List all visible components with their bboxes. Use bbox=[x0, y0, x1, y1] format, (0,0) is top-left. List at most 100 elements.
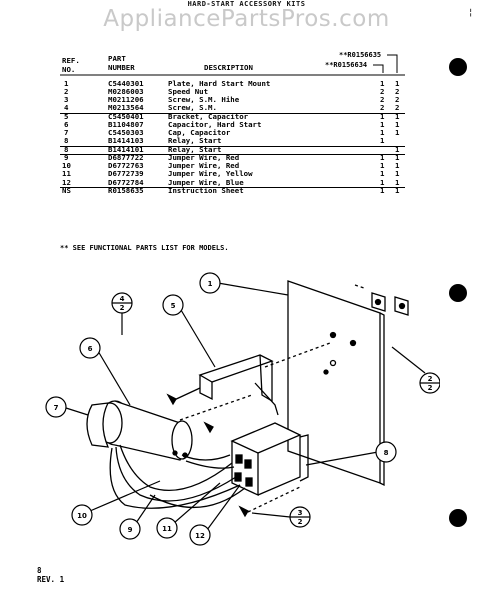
cell-part: D6877722 bbox=[108, 153, 144, 162]
table-row: 10 D6772763 Jumper Wire, Red 1 1 bbox=[0, 162, 493, 170]
corner-mark: ¦ bbox=[468, 8, 474, 18]
cell-qty-1: 1 bbox=[380, 120, 385, 129]
col-header-description: DESCRIPTION bbox=[204, 63, 253, 72]
cell-desc: Capacitor, Hard Start bbox=[168, 120, 262, 129]
cell-desc: Relay, Start bbox=[168, 145, 222, 154]
cell-part: B1414101 bbox=[108, 145, 144, 154]
callout-2-denominator: 2 bbox=[428, 384, 433, 392]
cell-ref: 8 bbox=[64, 145, 69, 154]
cell-ref: NS bbox=[62, 186, 71, 195]
cell-part: M0213564 bbox=[108, 103, 144, 112]
table-row: 9 D6877722 Jumper Wire, Red 1 1 bbox=[0, 154, 493, 162]
page-title: HARD-START ACCESSORY KITS bbox=[187, 0, 306, 8]
model-header-1: **R0156635 bbox=[339, 51, 382, 59]
cell-qty-1: 1 bbox=[380, 128, 385, 137]
cell-desc: Jumper Wire, Red bbox=[168, 153, 240, 162]
cell-part: B1414103 bbox=[108, 136, 144, 145]
cell-qty-2: 1 bbox=[395, 120, 400, 129]
cell-ref: 6 bbox=[64, 120, 69, 129]
revision-label: REV. 1 bbox=[37, 575, 65, 584]
cell-qty-1: 1 bbox=[380, 79, 385, 88]
callout-11: 11 bbox=[162, 525, 172, 533]
cell-desc: Screw, S.M. bbox=[168, 103, 217, 112]
cell-ref: 11 bbox=[62, 169, 71, 178]
cell-desc: Relay, Start bbox=[168, 136, 222, 145]
table-divider bbox=[60, 154, 405, 155]
callout-2: 2 bbox=[428, 375, 433, 383]
cell-desc: Screw, S.M. Hihe bbox=[168, 95, 240, 104]
cell-part: C5450303 bbox=[108, 128, 144, 137]
binder-hole-bottom bbox=[449, 509, 467, 527]
watermark: AppliancePartsPros.com bbox=[103, 6, 390, 32]
cell-part: M0211206 bbox=[108, 95, 144, 104]
table-row: 5 C5450401 Bracket, Capacitor 1 1 bbox=[0, 113, 493, 121]
cell-qty-2: 1 bbox=[395, 128, 400, 137]
cell-ref: 10 bbox=[62, 161, 71, 170]
table-divider bbox=[60, 113, 405, 114]
cell-qty-2: 2 bbox=[395, 95, 400, 104]
callout-4: 4 bbox=[120, 295, 125, 303]
model-header-2: **R0156634 bbox=[325, 61, 368, 69]
cell-qty-2: 2 bbox=[395, 87, 400, 96]
callout-3: 3 bbox=[298, 509, 303, 517]
cell-ref: 8 bbox=[64, 136, 69, 145]
cell-part: M0286003 bbox=[108, 87, 144, 96]
model-bracket-lines bbox=[60, 54, 405, 76]
table-row: 8 B1414103 Relay, Start 1 bbox=[0, 137, 493, 145]
callout-8: 8 bbox=[384, 449, 389, 457]
cell-qty-1: 1 bbox=[380, 186, 385, 195]
callout-labels: 1 5 4 2 6 7 8 2 2 10 9 11 12 3 2 bbox=[54, 280, 433, 540]
cell-desc: Jumper Wire, Blue bbox=[168, 178, 244, 187]
table-row: NS R0158635 Instruction Sheet 1 1 bbox=[0, 187, 493, 195]
col-header-ref: REF. NO. bbox=[62, 56, 80, 74]
cell-part: R0158635 bbox=[108, 186, 144, 195]
col-header-part: PART NUMBER bbox=[108, 54, 135, 72]
cell-qty-1: 2 bbox=[380, 87, 385, 96]
callout-10: 10 bbox=[77, 512, 87, 520]
table-row: 4 M0213564 Screw, S.M. 2 2 bbox=[0, 104, 493, 112]
cell-part: C5450401 bbox=[108, 112, 144, 121]
callout-9: 9 bbox=[128, 526, 133, 534]
cell-qty-1: 1 bbox=[380, 112, 385, 121]
cell-qty-1: 1 bbox=[380, 161, 385, 170]
cell-ref: 4 bbox=[64, 103, 69, 112]
cell-desc: Bracket, Capacitor bbox=[168, 112, 249, 121]
cell-ref: 9 bbox=[64, 153, 69, 162]
cell-qty-2: 1 bbox=[395, 178, 400, 187]
cell-qty-1: 1 bbox=[380, 178, 385, 187]
cell-qty-2: 2 bbox=[395, 103, 400, 112]
page-number: 8 bbox=[37, 566, 42, 575]
cell-desc: Jumper Wire, Red bbox=[168, 161, 240, 170]
table-row: 7 C5450303 Cap, Capacitor 1 1 bbox=[0, 129, 493, 137]
cell-ref: 2 bbox=[64, 87, 69, 96]
binder-hole-middle bbox=[449, 284, 467, 302]
cell-qty-1: 1 bbox=[380, 169, 385, 178]
cell-desc: Jumper Wire, Yellow bbox=[168, 169, 253, 178]
cell-qty-1: 1 bbox=[380, 136, 385, 145]
models-note: ** SEE FUNCTIONAL PARTS LIST FOR MODELS. bbox=[60, 244, 229, 252]
cell-desc: Cap, Capacitor bbox=[168, 128, 231, 137]
cell-qty-2: 1 bbox=[395, 186, 400, 195]
cell-desc: Speed Nut bbox=[168, 87, 209, 96]
table-divider bbox=[60, 146, 405, 147]
cell-ref: 1 bbox=[64, 79, 69, 88]
cell-part: D6772784 bbox=[108, 178, 144, 187]
cell-qty-2: 1 bbox=[395, 145, 400, 154]
table-row: 11 D6772739 Jumper Wire, Yellow 1 1 bbox=[0, 170, 493, 178]
binder-hole-top bbox=[449, 58, 467, 76]
cell-qty-1: 2 bbox=[380, 103, 385, 112]
cell-desc: Instruction Sheet bbox=[168, 186, 244, 195]
cell-qty-1: 1 bbox=[380, 153, 385, 162]
callout-1: 1 bbox=[208, 280, 213, 288]
exploded-parts-diagram: 1 5 4 2 6 7 8 2 2 10 9 11 12 3 2 bbox=[45, 272, 440, 546]
table-divider bbox=[60, 187, 405, 188]
callout-3-denominator: 2 bbox=[298, 518, 303, 526]
cell-ref: 5 bbox=[64, 112, 69, 121]
cell-ref: 12 bbox=[62, 178, 71, 187]
cell-ref: 7 bbox=[64, 128, 69, 137]
table-row: 6 B1104807 Capacitor, Hard Start 1 1 bbox=[0, 121, 493, 129]
callout-7: 7 bbox=[54, 404, 59, 412]
table-row: 2 M0286003 Speed Nut 2 2 bbox=[0, 88, 493, 96]
cell-qty-2: 1 bbox=[395, 112, 400, 121]
cell-part: B1104807 bbox=[108, 120, 144, 129]
